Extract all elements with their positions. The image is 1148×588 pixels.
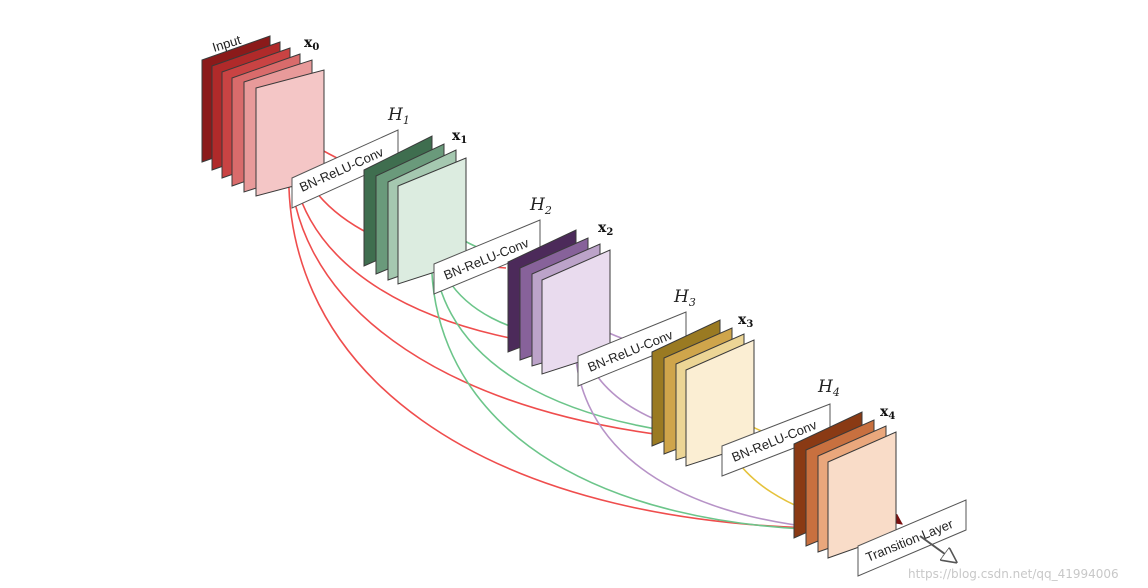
- x1-label: x1: [452, 128, 467, 146]
- h4-label: H4: [817, 377, 840, 399]
- x4-label: x4: [880, 404, 895, 422]
- red-arrow-to-transition: [288, 131, 891, 530]
- block-x2: x2: [507, 220, 613, 375]
- output-arrow: [919, 535, 956, 562]
- transition-box: [857, 499, 967, 577]
- green-arrow-to-transition: [430, 221, 891, 532]
- block-input: Input x0: [201, 32, 325, 197]
- watermark: https://blog.csdn.net/qq_41994006: [908, 567, 1119, 581]
- h3-label: H3: [673, 287, 696, 309]
- x3-label: x3: [738, 312, 753, 330]
- block-x1: x1: [363, 128, 467, 285]
- h1-label: H1: [387, 105, 410, 127]
- block-x3: x3: [651, 312, 755, 467]
- h2-label: H2: [529, 195, 552, 217]
- block-x4: x4: [793, 404, 897, 559]
- x0-label: x0: [304, 35, 319, 53]
- x2-label: x2: [598, 220, 613, 238]
